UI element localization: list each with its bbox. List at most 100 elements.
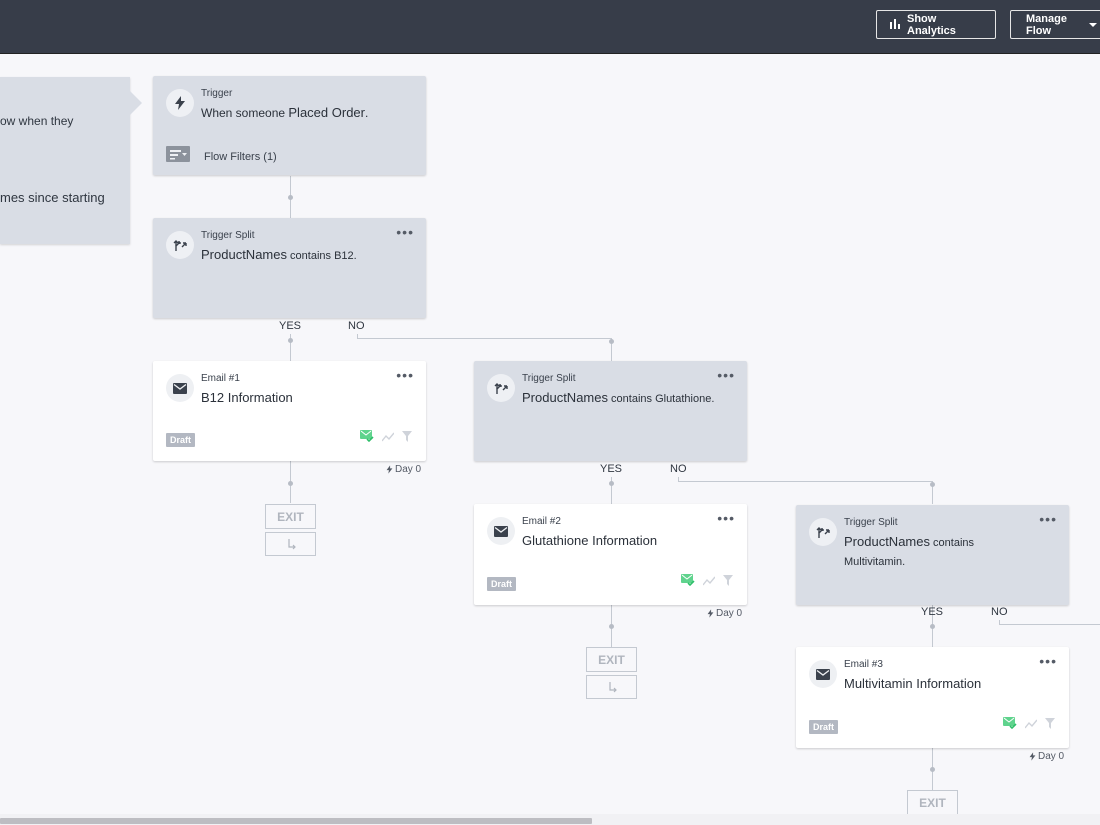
more-menu-button[interactable]: ••• [396,367,414,383]
connector-dot [288,481,293,486]
split-arrows-icon [809,518,837,546]
more-menu-button[interactable]: ••• [396,224,414,240]
flow-info-panel: ow when they mes since starting [0,77,130,244]
more-menu-button[interactable]: ••• [1039,511,1057,527]
trigger-split-card[interactable]: Trigger Split ProductNames contains Glut… [474,361,747,461]
draft-badge: Draft [487,577,517,591]
email-title: B12 Information [201,390,293,405]
filter-list-icon [166,146,190,167]
connector [357,338,612,339]
flow-canvas[interactable]: ow when they mes since starting Trigger … [0,54,1100,815]
email-card[interactable]: Email #3 Multivitamin Information ••• Dr… [796,647,1069,748]
exit-node[interactable]: EXIT [907,790,958,815]
email-status-icons [360,429,412,447]
email-status-icons [1003,716,1055,734]
show-analytics-label: Show Analytics [907,12,956,37]
email-type-label: Email #2 [522,516,561,527]
email-card[interactable]: Email #1 B12 Information ••• Draft [153,361,426,461]
manage-flow-label: Manage Flow [1026,12,1067,37]
email-status-icons [681,573,733,591]
split-arrows-icon [487,374,515,402]
caret-down-icon [1089,19,1097,31]
exit-node[interactable]: EXIT [586,647,637,672]
email-title: Glutathione Information [522,533,658,548]
bar-chart-icon [889,18,901,32]
yes-branch-label: YES [600,463,623,475]
connector [999,624,1100,625]
connector [611,338,612,361]
split-type-label: Trigger Split [201,230,255,241]
funnel-icon[interactable] [723,573,733,591]
delay-label: Day 0 [707,608,742,619]
connector-dot [609,339,614,344]
draft-badge: Draft [166,433,196,447]
connector-dot [288,195,293,200]
split-arrows-icon [166,231,194,259]
trigger-type-label: Trigger [201,88,233,99]
no-branch-label: NO [670,463,687,475]
trigger-description: When someone Placed Order. [201,105,369,120]
email-card[interactable]: Email #2 Glutathione Information ••• Dra… [474,504,747,605]
envelope-icon [166,374,194,402]
no-branch-label: NO [348,320,365,332]
envelope-icon [487,517,515,545]
top-bar: Show Analytics Manage Flow [0,0,1100,54]
trigger-event: Placed Order [288,105,365,120]
info-line-2: mes since starting [0,190,105,205]
trend-icon[interactable] [702,573,716,591]
show-analytics-button[interactable]: Show Analytics [876,10,996,39]
split-type-label: Trigger Split [844,517,898,528]
connector [932,481,933,504]
manage-flow-button[interactable]: Manage Flow [1010,10,1100,39]
yes-branch-label: YES [279,320,302,332]
bolt-small-icon [386,465,393,474]
more-menu-button[interactable]: ••• [717,510,735,526]
connector-dot [930,767,935,772]
flow-filters-label: Flow Filters (1) [204,150,277,163]
email-title: Multivitamin Information [844,676,982,691]
split-condition: ProductNames contains Glutathione. [522,390,715,405]
connector [999,620,1000,624]
trigger-split-card[interactable]: Trigger Split ProductNames contains B12.… [153,218,426,318]
delay-label: Day 0 [386,464,421,475]
funnel-icon[interactable] [402,429,412,447]
bolt-icon [166,89,194,117]
email-check-icon[interactable] [681,573,695,591]
split-type-label: Trigger Split [522,373,576,384]
horizontal-scrollbar[interactable] [0,814,1100,825]
draft-badge: Draft [809,720,839,734]
email-type-label: Email #3 [844,659,883,670]
return-arrow-icon[interactable] [265,532,316,556]
scrollbar-thumb[interactable] [0,818,592,824]
connector-dot [609,481,614,486]
connector-dot [288,338,293,343]
connector [678,477,679,481]
info-panel-pointer [130,91,142,115]
trend-icon[interactable] [381,429,395,447]
funnel-icon[interactable] [1045,716,1055,734]
exit-node[interactable]: EXIT [265,504,316,529]
more-menu-button[interactable]: ••• [1039,653,1057,669]
email-check-icon[interactable] [360,429,374,447]
flow-filters-row[interactable]: Flow Filters (1) [166,146,277,167]
more-menu-button[interactable]: ••• [717,367,735,383]
connector-dot [930,482,935,487]
connector-dot [609,624,614,629]
no-branch-label: NO [991,606,1008,618]
return-arrow-icon[interactable] [586,675,637,699]
connector [678,481,933,482]
envelope-icon [809,660,837,688]
bolt-small-icon [1029,752,1036,761]
connector-dot [930,624,935,629]
connector [611,477,612,504]
info-line-1: ow when they [0,114,74,128]
connector [357,334,358,338]
yes-branch-label: YES [921,606,944,618]
trigger-card[interactable]: Trigger When someone Placed Order. Flow … [153,76,426,175]
trend-icon[interactable] [1024,716,1038,734]
email-type-label: Email #1 [201,373,240,384]
email-check-icon[interactable] [1003,716,1017,734]
split-condition: ProductNames contains B12. [201,247,357,262]
